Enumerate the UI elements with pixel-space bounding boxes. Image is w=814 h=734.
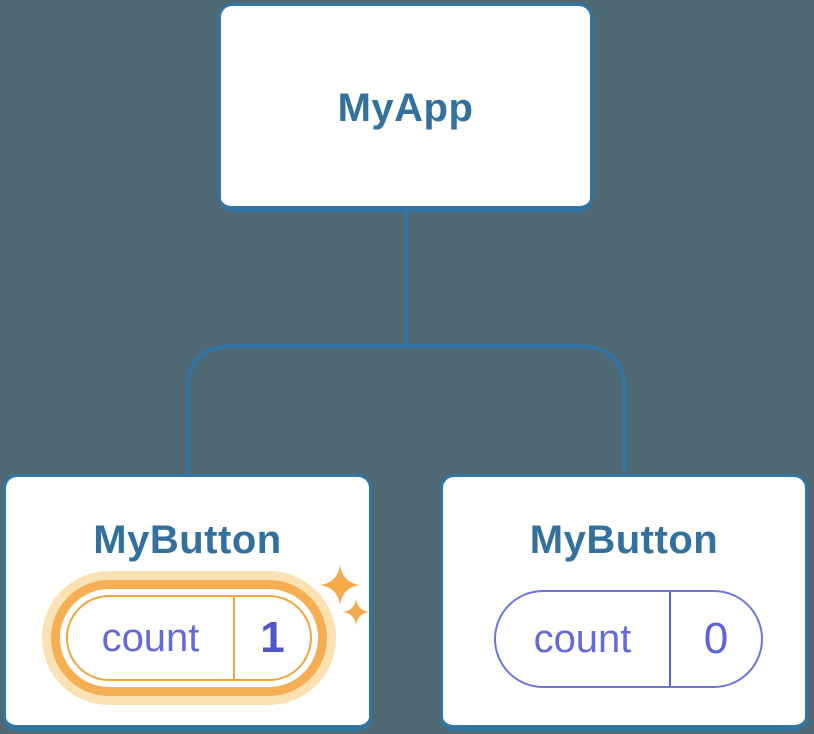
state-value: 1 — [260, 613, 285, 662]
child-node-label: MyButton — [529, 517, 719, 562]
sparkle-icon-small — [343, 599, 369, 625]
component-node-child-plain: MyButton count 0 — [440, 474, 808, 731]
connector-bracket — [185, 344, 627, 476]
sparkle-icon-large — [320, 565, 360, 605]
component-node-root: MyApp — [218, 3, 593, 212]
state-key-label: count — [68, 597, 235, 679]
state-pill-highlighted: count 1 — [66, 595, 312, 681]
child-node-title: MyButton — [6, 515, 369, 565]
state-pill-plain: count 0 — [494, 590, 763, 688]
child-node-title: MyButton — [443, 515, 805, 565]
state-value: 0 — [703, 614, 729, 663]
root-node-label: MyApp — [337, 85, 474, 130]
state-key-label: count — [496, 592, 671, 686]
component-node-child-highlighted: MyButton count 1 — [3, 474, 372, 731]
child-node-label: MyButton — [93, 517, 282, 562]
